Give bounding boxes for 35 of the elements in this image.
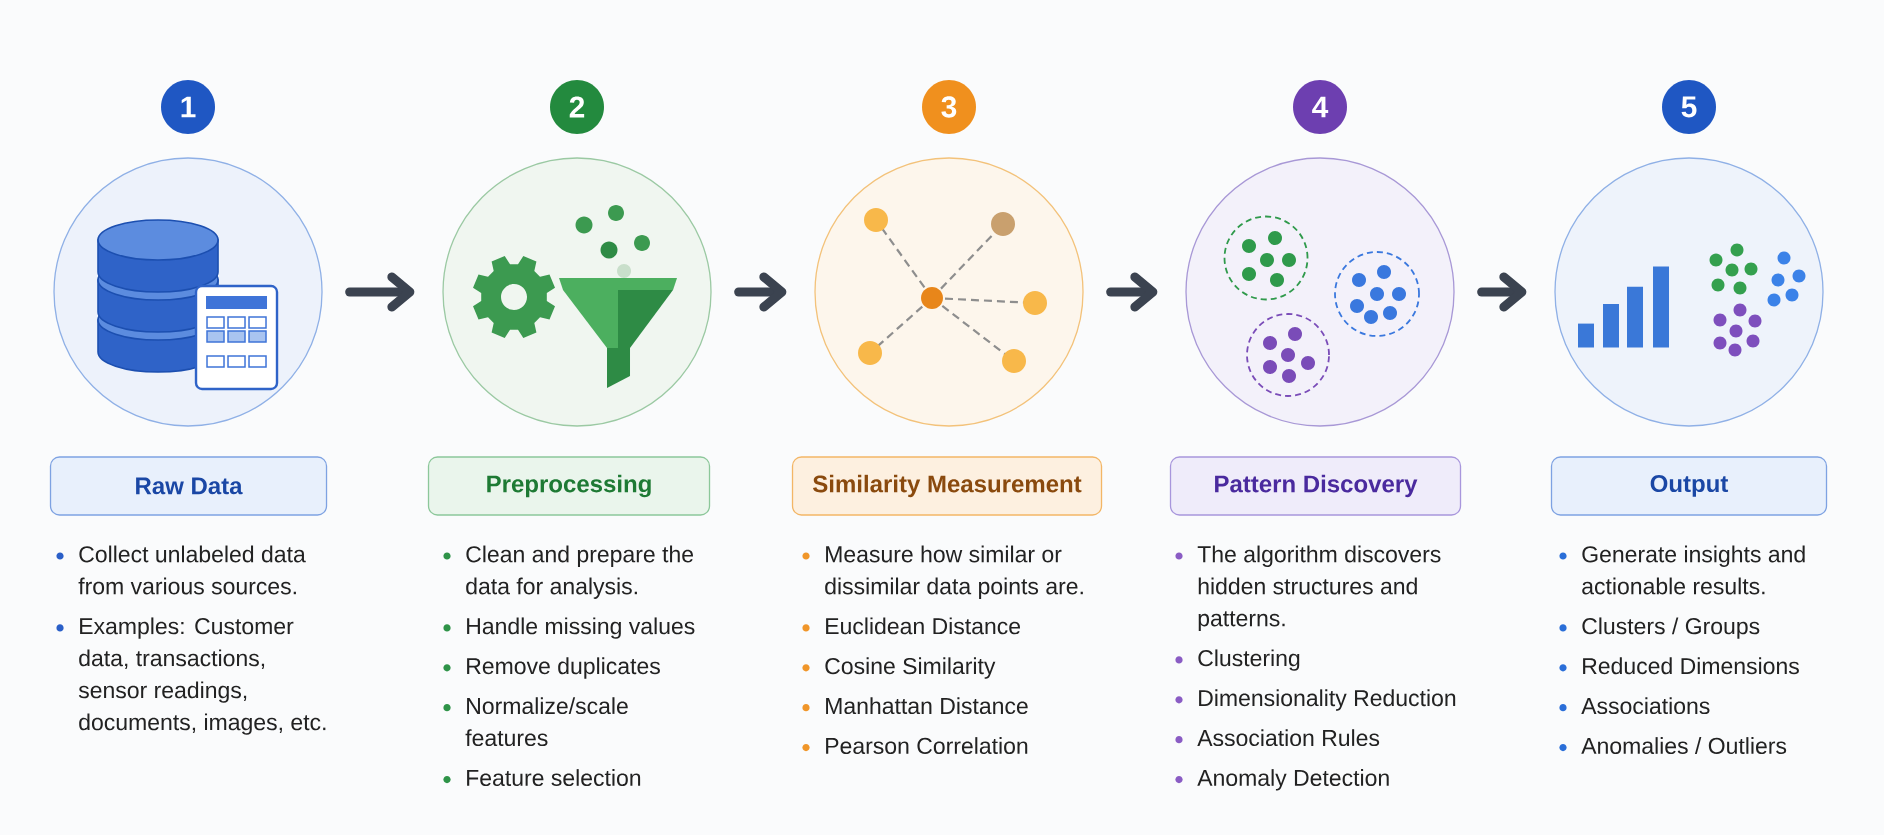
bullet-text: Measure how similar or dissimilar data points are. <box>825 545 1083 599</box>
illustration-circle <box>814 157 1084 427</box>
number-badge: 5 <box>1662 80 1716 134</box>
title-box: Pattern Discovery <box>1169 456 1462 516</box>
bullet-text: Feature selection <box>467 769 641 786</box>
bullet-text: Associations <box>1581 697 1710 715</box>
bullet-text: Handle missing values <box>467 617 695 639</box>
number-badge: 3 <box>922 80 976 134</box>
title-box: Output <box>1550 456 1828 516</box>
title-box: Raw Data <box>49 456 328 516</box>
bullet-text: Generate insights and actionable results. <box>1582 545 1805 595</box>
title-box: Preprocessing <box>427 456 711 516</box>
bullet-text: Manhattan Distance <box>826 697 1028 715</box>
bullet-text: Collect unlabeled data from various sources. <box>78 545 306 595</box>
bullet-text: Examples: Customer data, transactions, sensor readings, documents, images, etc. <box>78 617 326 735</box>
illustration-circle <box>1185 157 1455 427</box>
title-box: Similarity Measurement <box>791 456 1103 516</box>
bullet-text: Dimensionality Reduction <box>1199 689 1456 711</box>
number-badge: 4 <box>1293 80 1347 134</box>
bullet-text: Euclidean Distance <box>826 617 1020 635</box>
bullet-text: Reduced Dimensions <box>1583 657 1799 675</box>
bullet-text: Clean and prepare the data for analysis. <box>466 545 693 599</box>
illustration-circle <box>1554 157 1824 427</box>
number-badge: 1 <box>161 80 215 134</box>
bullet-text: Pearson Correlation <box>826 737 1028 754</box>
bullet-text: Anomalies / Outliers <box>1581 737 1787 754</box>
bullet-text: Normalize/scale features <box>465 697 628 747</box>
bullet-text: Remove duplicates <box>467 657 660 679</box>
bullet-text: Anomaly Detection <box>1197 769 1389 791</box>
bullet-text: Association Rules <box>1197 729 1380 747</box>
bullet-text: Cosine Similarity <box>825 657 996 679</box>
bullet-text: The algorithm discovers hidden structures and patterns. <box>1197 545 1441 631</box>
bullet-text: Clustering <box>1198 649 1300 671</box>
number-badge: 2 <box>550 80 604 134</box>
bullet-text: Clusters / Groups <box>1582 617 1760 639</box>
